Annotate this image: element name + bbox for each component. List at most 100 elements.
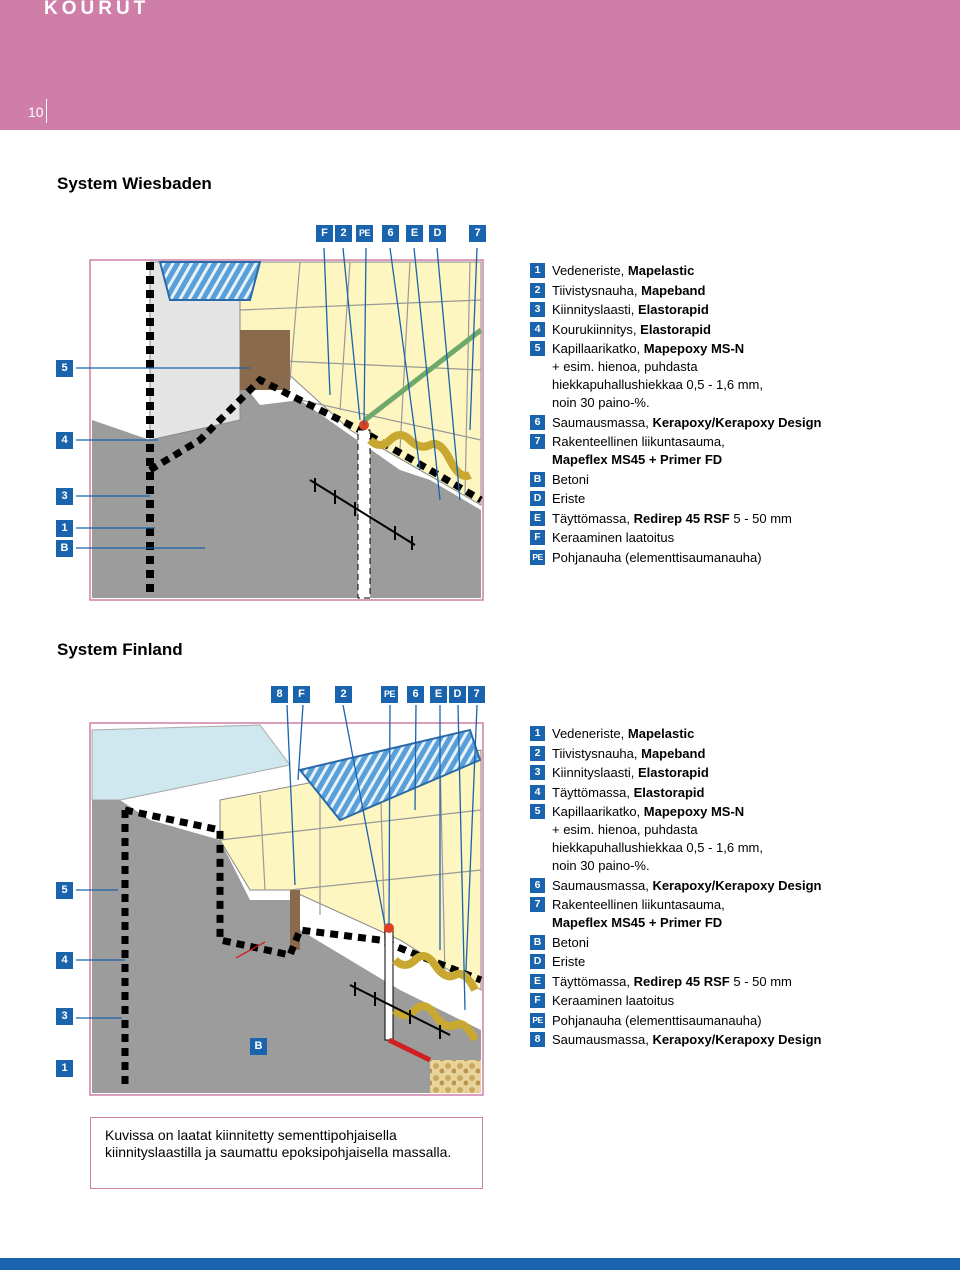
header-title: KOURUT [44, 0, 150, 19]
insulation-rope [367, 431, 472, 480]
legend-extra-line: hiekkapuhallushiekkaa 0,5 - 1,6 mm, [552, 840, 764, 855]
callout-badge-5: 5 [56, 882, 73, 899]
concrete-slab [92, 800, 481, 1093]
legend-badge: 1 [530, 726, 545, 741]
legend-product: Mapepoxy MS-N [643, 804, 745, 819]
page-number-divider [46, 99, 47, 123]
legend-badge: 5 [530, 804, 545, 819]
legend-badge: PE [530, 1012, 545, 1028]
legend-badge: F [530, 530, 545, 545]
legend-item-d: D Eriste [530, 490, 950, 508]
element-joint [384, 929, 394, 1041]
legend-badge: E [530, 973, 545, 989]
anchor-bars [309, 478, 416, 550]
legend-text: Betoni [552, 471, 589, 487]
section-title-wiesbaden: System Wiesbaden [57, 174, 212, 193]
legend-badge: D [530, 491, 545, 506]
legend-badge: 5 [530, 341, 545, 356]
legend-text: Saumausmassa, [552, 1032, 653, 1047]
legend-product: Elastorapid [637, 765, 709, 780]
callout-badge-3: 3 [56, 1008, 73, 1025]
legend-product: Redirep 45 RSF [633, 510, 730, 526]
legend-product: Mapeflex MS45 + Primer FD [552, 915, 723, 930]
legend-text: Rakenteellinen liikuntasauma, [552, 434, 725, 449]
legend-product: Elastorapid [640, 321, 711, 337]
callout-badge-2: 2 [335, 686, 352, 703]
legend-text: Keraaminen laatoitus [552, 993, 675, 1008]
legend-text: Tiivistysnauha, [552, 282, 642, 298]
wiesbaden-cross-section [89, 259, 484, 601]
callout-badge-e: E [430, 686, 447, 703]
legend-product: Mapeband [641, 745, 706, 761]
section-title-finland: System Finland [57, 640, 183, 659]
legend-product: Mapelastic [627, 263, 695, 278]
legend-text: Vedeneriste, [552, 263, 628, 278]
legend-badge: 7 [530, 434, 545, 449]
legend-extra-line: + esim. hienoa, puhdasta [552, 359, 698, 374]
backer-rod [384, 923, 394, 933]
legend-badge: PE [530, 549, 545, 565]
legend-item-pe: PE Pohjanauha (elementtisaumanauha) [530, 1012, 950, 1030]
callout-badge-d: D [429, 225, 446, 242]
callout-badge-f: F [293, 686, 310, 703]
legend-text: Eriste [552, 491, 586, 506]
leader-lines-wiesbaden [76, 247, 478, 549]
callout-badge-d: D [449, 686, 466, 703]
anchor-bars [349, 982, 451, 1039]
legend-badge: 7 [530, 897, 545, 912]
callout-badge-3: 3 [56, 488, 73, 505]
upper-tile-surface [91, 724, 291, 801]
legend-product: Mapeflex MS45 + Primer FD [552, 452, 723, 467]
legend-text: Saumausmassa, [552, 414, 653, 430]
callout-badge-8: 8 [271, 686, 288, 703]
legend-product: Mapepoxy MS-N [643, 341, 745, 356]
legend-extra-line: + esim. hienoa, puhdasta [552, 822, 698, 837]
legend-text: Täyttömassa, [552, 784, 634, 800]
legend-text: Vedeneriste, [552, 726, 628, 741]
legend-product: Mapeband [641, 282, 706, 298]
legend-badge: E [530, 510, 545, 526]
legend-text: Pohjanauha (elementtisaumanauha) [552, 549, 762, 565]
legend-text: Kapillaarikatko, [552, 804, 644, 819]
legend-product: Mapelastic [627, 726, 695, 741]
legend-text: Pohjanauha (elementtisaumanauha) [552, 1012, 762, 1028]
page-header: KOURUT 10 [0, 0, 960, 130]
legend-text: Tiivistysnauha, [552, 745, 642, 761]
waterproofing-membrane [148, 375, 483, 504]
legend-item-e: E Täyttömassa, Redirep 45 RSF 5 - 50 mm [530, 510, 950, 528]
callout-badge-7: 7 [468, 686, 485, 703]
legend-tail: 5 - 50 mm [729, 510, 792, 526]
waterproofing-membrane [124, 806, 483, 984]
legend-text: Rakenteellinen liikuntasauma, [552, 897, 725, 912]
callout-badge-6: 6 [382, 225, 399, 242]
legend-text: Betoni [552, 934, 589, 950]
legend-text: Keraaminen laatoitus [552, 530, 675, 545]
legend-extra-line: hiekkapuhallushiekkaa 0,5 - 1,6 mm, [552, 377, 764, 392]
legend-product: Kerapoxy/Kerapoxy Design [652, 1032, 822, 1047]
legend-text: Täyttömassa, [552, 510, 634, 526]
insulation-rope [392, 952, 479, 992]
page-number: 10 [28, 104, 44, 120]
legend-badge: 4 [530, 321, 545, 337]
footer-bar [0, 1258, 960, 1270]
callout-badge-2: 2 [335, 225, 352, 242]
legend-product: Kerapoxy/Kerapoxy Design [652, 877, 822, 893]
legend-item-pe: PE Pohjanauha (elementtisaumanauha) [530, 549, 950, 567]
callout-badge-4: 4 [56, 432, 73, 449]
leader-lines-finland [76, 704, 478, 1019]
legend-text: Kourukiinnitys, [552, 321, 641, 337]
legend-text: Täyttömassa, [552, 973, 634, 989]
legend-badge: 2 [530, 745, 545, 761]
legend-item-4: 4 Kourukiinnitys, Elastorapid [530, 321, 950, 339]
callout-badge-b: B [250, 1038, 267, 1055]
legend-badge: 3 [530, 765, 545, 780]
capillary-break [240, 330, 290, 390]
concrete-slab [92, 380, 481, 598]
